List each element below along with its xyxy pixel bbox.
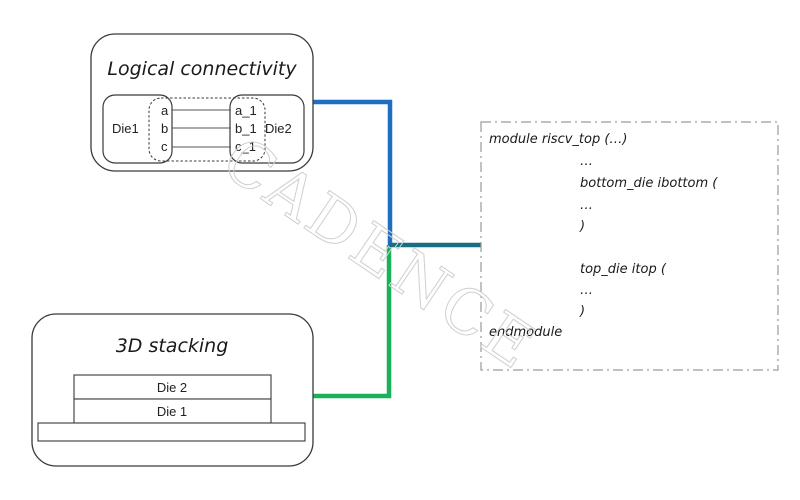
substrate-layer	[37, 422, 306, 442]
code-line: bottom_die ibottom (	[580, 176, 718, 191]
code-line: …	[580, 283, 593, 298]
code-line: module riscv_top (…)	[489, 132, 628, 147]
die1-block	[102, 94, 173, 164]
code-line: …	[580, 154, 593, 169]
logical-connector-line	[313, 99, 393, 245]
die1-layer-label: Die 1	[157, 404, 187, 419]
stacking-title: 3D stacking	[116, 335, 229, 357]
code-panel: module riscv_top (…) … bottom_die ibottom …	[480, 121, 779, 371]
logical-connectivity-title: Logical connectivity	[107, 58, 297, 80]
stacking-connector-line	[313, 245, 392, 399]
die2-pin-b1: b_1	[235, 121, 257, 136]
die1-pin-a: a	[161, 103, 169, 118]
die2-block	[229, 94, 305, 164]
connectors	[313, 99, 481, 399]
die1-label: Die1	[112, 121, 139, 136]
code-line: top_die itop (	[580, 262, 667, 277]
code-line: …	[580, 198, 593, 213]
die1-pin-b: b	[161, 121, 168, 136]
die2-layer-label: Die 2	[157, 380, 187, 395]
die2-pin-a1: a_1	[235, 103, 257, 118]
die2-pin-c1: c_1	[235, 139, 256, 154]
code-frame	[480, 121, 779, 371]
logical-connectivity-panel: Logical connectivity Die1 a b c a_1 b_1 …	[90, 33, 314, 172]
stacking-panel: 3D stacking Die 2 Die 1	[31, 313, 314, 467]
logical-connectivity-frame	[90, 33, 314, 172]
code-line: )	[579, 304, 585, 319]
pin-group-dashed-outline	[148, 97, 266, 162]
code-line: )	[579, 219, 585, 234]
die2-label: Die2	[265, 121, 292, 136]
die1-pin-c: c	[161, 139, 168, 154]
code-line: endmodule	[489, 325, 562, 340]
